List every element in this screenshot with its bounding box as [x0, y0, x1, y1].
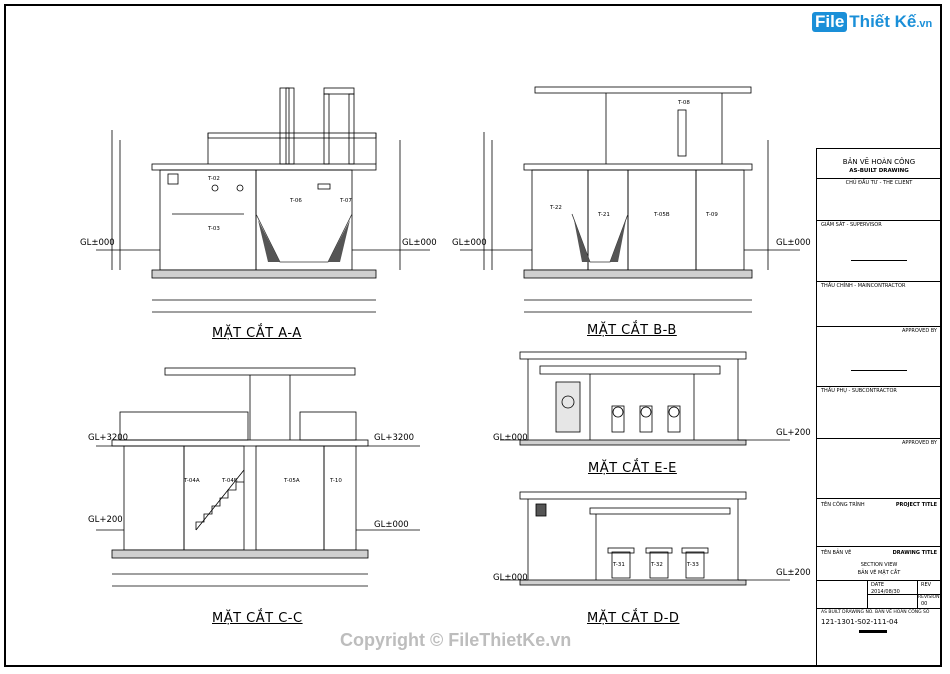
tank-label: T-08 [678, 100, 690, 106]
section-aa-drawing [96, 87, 430, 313]
ground-level-label: GL±000 [493, 433, 528, 443]
title-block: BẢN VẼ HOÀN CÔNG AS-BUILT DRAWING CHỦ ĐẦ… [816, 148, 941, 666]
title-block-rule [817, 220, 941, 221]
section-ee-drawing [500, 351, 790, 446]
tank-label: T-31 [613, 562, 625, 568]
title-block-rule [817, 580, 941, 581]
tank-label: T-21 [598, 212, 610, 218]
title-block-rule [817, 438, 941, 439]
scale-bar [859, 630, 887, 633]
brand-logo-text: Thiết Kế [849, 12, 917, 31]
approved-by-label: APPROVED BY [901, 328, 937, 334]
drawing-no-label: AS BUILT DRAWING NO. BẢN VẼ HOÀN CÔNG SỐ [821, 610, 930, 615]
ground-level-label: GL+200 [88, 515, 123, 525]
title-block-top-rule [817, 148, 941, 149]
section-dd-title: MẶT CẮT D-D [587, 611, 680, 626]
date-label: DATE [871, 582, 885, 588]
tank-label: T-32 [651, 562, 663, 568]
signature-line [851, 370, 907, 371]
brand-logo-box: File [812, 12, 848, 32]
section-dd-drawing [500, 491, 790, 586]
rev-label: REV [921, 582, 932, 588]
drawing-name-en: SECTION VIEW [860, 562, 898, 568]
drawing-number: 121-1301-S02-111-04 [821, 618, 898, 626]
tank-label: T-05A [284, 478, 300, 484]
project-title-label: PROJECT TITLE [895, 502, 937, 508]
brand-logo-tld: .vn [916, 18, 933, 30]
title-block-rule [817, 546, 941, 547]
section-aa-title: MẶT CẮT A-A [212, 326, 302, 341]
signature-line [851, 260, 907, 261]
client-label: CHỦ ĐẦU TƯ - THE CLIENT [845, 180, 913, 186]
title-block-heading: BẢN VẼ HOÀN CÔNG [842, 158, 916, 166]
tank-label: T-10 [330, 478, 342, 484]
copyright-watermark: Copyright © FileThietKe.vn [340, 630, 572, 650]
ground-level-label: GL±200 [776, 568, 811, 578]
section-bb-drawing [460, 86, 800, 313]
tank-label: T-04A [184, 478, 200, 484]
date-value: 2014/08/30 [871, 589, 900, 595]
drawing-sheet [4, 4, 942, 667]
tank-label: T-07 [340, 198, 352, 204]
tank-label: T-06 [290, 198, 302, 204]
supervisor-label: GIÁM SÁT - SUPERVISOR [821, 222, 882, 228]
drawing-name-vi: BẢN VẼ MẶT CẮT [857, 570, 901, 576]
title-block-rule [817, 281, 941, 282]
title-block-subheading: AS-BUILT DRAWING [849, 168, 909, 174]
tank-label: T-22 [550, 205, 562, 211]
title-block-rule [817, 608, 941, 609]
section-cc-title: MẶT CẮT C-C [212, 611, 303, 626]
tank-label: T-04B [222, 478, 238, 484]
subcontractor-label: THẦU PHỤ - SUBCONTRACTOR [821, 388, 897, 394]
ground-level-label: GL±000 [374, 520, 409, 530]
ground-level-label: GL+3200 [88, 433, 129, 443]
drawing-title-label: DRAWING TITLE [892, 550, 937, 556]
title-block-rule [817, 386, 941, 387]
ground-level-label: GL±000 [80, 238, 115, 248]
section-bb-title: MẶT CẮT B-B [587, 323, 677, 338]
project-label: TÊN CÔNG TRÌNH [821, 502, 865, 508]
ground-level-label: GL±000 [402, 238, 437, 248]
tank-label: T-33 [687, 562, 699, 568]
main-contractor-label: THẦU CHÍNH - MAINCONTRACTOR [821, 283, 906, 289]
title-block-rule [867, 594, 941, 595]
title-block-rule [817, 326, 941, 327]
title-block-rule [817, 178, 941, 179]
approved-by-label: APPROVED BY [901, 440, 937, 446]
tank-label: T-02 [208, 176, 220, 182]
ground-level-label: GL±000 [493, 573, 528, 583]
ground-level-label: GL±000 [452, 238, 487, 248]
revision-label: REVISION [918, 595, 940, 600]
section-cc-drawing [96, 367, 420, 587]
ground-level-label: GL+3200 [374, 433, 415, 443]
tank-label: T-03 [208, 226, 220, 232]
tank-label: T-05B [654, 212, 670, 218]
tank-label: T-09 [706, 212, 718, 218]
ground-level-label: GL+200 [776, 428, 811, 438]
ground-level-label: GL±000 [776, 238, 811, 248]
drawing-label: TÊN BẢN VẼ [821, 550, 852, 556]
section-ee-title: MẶT CẮT E-E [588, 461, 677, 476]
revision-value: 00 [921, 601, 928, 607]
title-block-rule [817, 498, 941, 499]
